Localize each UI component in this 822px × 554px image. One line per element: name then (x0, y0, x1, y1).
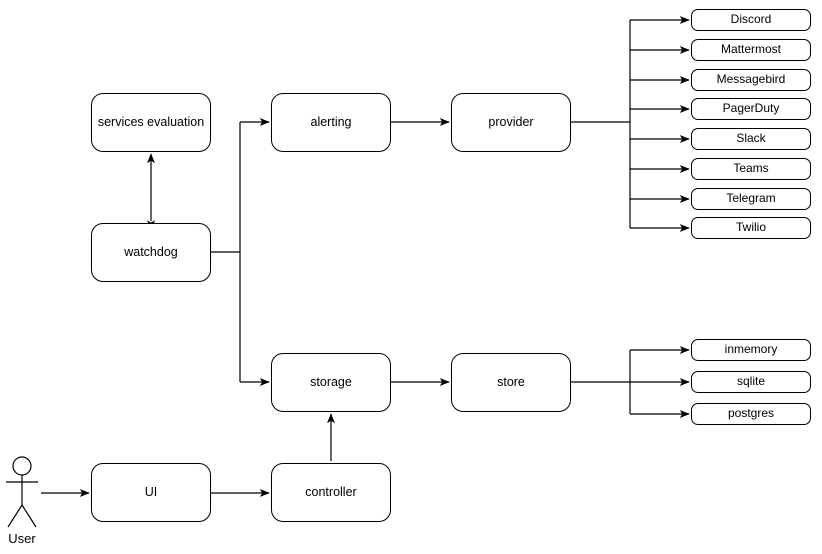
node-store-postgres[interactable]: postgres (691, 403, 811, 425)
node-label: services evaluation (97, 114, 205, 129)
node-controller[interactable]: controller (271, 463, 391, 522)
node-label: provider (488, 114, 534, 129)
node-store-sqlite[interactable]: sqlite (691, 371, 811, 393)
node-storage[interactable]: storage (271, 353, 391, 412)
node-provider-messagebird[interactable]: Messagebird (691, 69, 811, 91)
node-ui[interactable]: UI (91, 463, 211, 522)
node-label: Messagebird (716, 72, 786, 87)
node-provider[interactable]: provider (451, 93, 571, 152)
node-label: inmemory (724, 342, 778, 357)
node-watchdog[interactable]: watchdog (91, 223, 211, 282)
user-actor-label: User (8, 531, 36, 546)
node-provider-telegram[interactable]: Telegram (691, 188, 811, 210)
stick-figure-icon (6, 456, 38, 528)
node-alerting[interactable]: alerting (271, 93, 391, 152)
node-label: store (497, 374, 525, 389)
node-provider-discord[interactable]: Discord (691, 9, 811, 31)
node-store[interactable]: store (451, 353, 571, 412)
node-label: watchdog (124, 244, 178, 259)
node-label: alerting (310, 114, 352, 129)
node-label: sqlite (736, 374, 765, 389)
node-label: Discord (730, 12, 772, 27)
node-store-inmemory[interactable]: inmemory (691, 339, 811, 361)
node-label: UI (144, 484, 158, 499)
node-label: postgres (727, 406, 775, 421)
node-label: Slack (736, 131, 766, 146)
node-provider-teams[interactable]: Teams (691, 158, 811, 180)
node-label: Twilio (735, 220, 766, 235)
node-label: Mattermost (720, 42, 781, 57)
node-provider-pagerduty[interactable]: PagerDuty (691, 98, 811, 120)
node-label: storage (310, 374, 352, 389)
node-label: controller (305, 484, 357, 499)
node-provider-mattermost[interactable]: Mattermost (691, 39, 811, 61)
node-services-evaluation[interactable]: services evaluation (91, 93, 211, 152)
node-provider-twilio[interactable]: Twilio (691, 217, 811, 239)
node-provider-slack[interactable]: Slack (691, 128, 811, 150)
node-label: Telegram (726, 191, 776, 206)
node-label: PagerDuty (722, 101, 780, 116)
node-label: Teams (733, 161, 769, 176)
